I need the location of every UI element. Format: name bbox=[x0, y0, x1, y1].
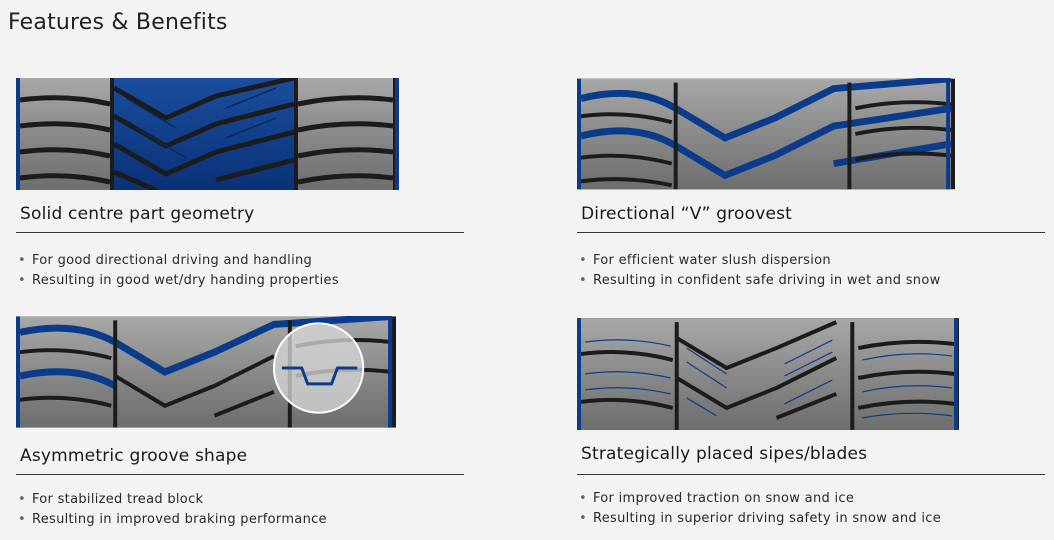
divider bbox=[16, 474, 464, 475]
feature-card-centre-geometry: Solid centre part geometry For good dire… bbox=[16, 78, 466, 298]
feature-title: Solid centre part geometry bbox=[20, 204, 255, 224]
bullet-item: Resulting in confident safe driving in w… bbox=[579, 271, 941, 291]
divider bbox=[577, 232, 1045, 233]
bullet-item: Resulting in superior driving safety in … bbox=[579, 509, 941, 529]
divider bbox=[577, 474, 1045, 475]
feature-card-v-groove: Directional “V” groovest For efficient w… bbox=[577, 78, 1047, 298]
bullet-item: Resulting in improved braking performanc… bbox=[18, 510, 327, 530]
tread-centre-icon bbox=[16, 78, 399, 190]
feature-card-asymmetric-groove: Asymmetric groove shape For stabilized t… bbox=[16, 316, 466, 536]
tread-groove-profile-icon bbox=[16, 316, 396, 428]
tread-v-groove-icon bbox=[577, 78, 955, 190]
bullet-item: For stabilized tread block bbox=[18, 490, 327, 510]
feature-bullets: For good directional driving and handlin… bbox=[18, 251, 339, 290]
tread-sipes-icon bbox=[577, 318, 959, 430]
feature-title: Directional “V” groovest bbox=[581, 204, 793, 224]
bullet-item: For good directional driving and handlin… bbox=[18, 251, 339, 271]
feature-title: Asymmetric groove shape bbox=[20, 446, 248, 466]
feature-card-sipes-blades: Strategically placed sipes/blades For im… bbox=[577, 318, 1047, 538]
page-title: Features & Benefits bbox=[8, 10, 228, 35]
bullet-item: Resulting in good wet/dry handing proper… bbox=[18, 271, 339, 291]
feature-title: Strategically placed sipes/blades bbox=[581, 444, 868, 464]
feature-bullets: For improved traction on snow and ice Re… bbox=[579, 489, 941, 528]
feature-bullets: For efficient water slush dispersion Res… bbox=[579, 251, 941, 290]
feature-bullets: For stabilized tread block Resulting in … bbox=[18, 490, 327, 529]
bullet-item: For improved traction on snow and ice bbox=[579, 489, 941, 509]
bullet-item: For efficient water slush dispersion bbox=[579, 251, 941, 271]
divider bbox=[16, 232, 464, 233]
